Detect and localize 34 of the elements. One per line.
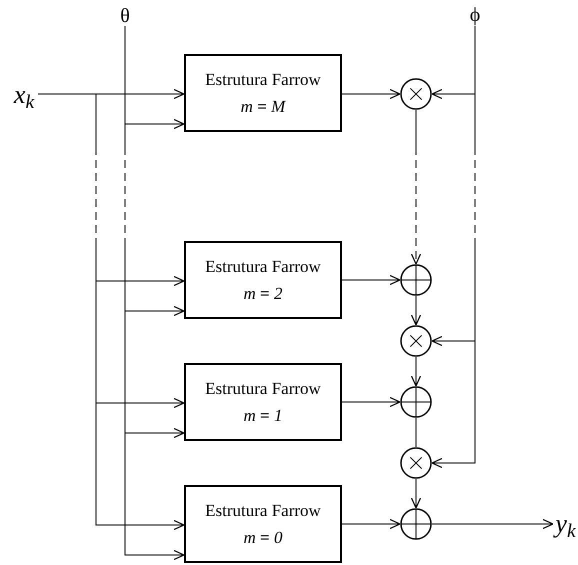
box-title: Estrutura Farrow xyxy=(205,71,321,88)
arrow xyxy=(410,296,422,326)
arrow xyxy=(342,518,401,530)
box-parameter: m = M xyxy=(240,98,286,115)
arrow xyxy=(342,396,401,408)
box-title: Estrutura Farrow xyxy=(205,258,321,275)
box-parameter: m = 1 xyxy=(244,407,282,424)
box-parameter: m = 2 xyxy=(244,285,282,302)
arrow xyxy=(342,274,401,286)
signal-label: x$_{k}$ xyxy=(14,82,34,108)
signal-label: y$_{k}$ xyxy=(555,511,576,537)
process-box xyxy=(184,241,342,319)
process-box xyxy=(184,363,342,441)
adder-symbol xyxy=(400,386,432,418)
process-box xyxy=(184,485,342,563)
multiplier-symbol xyxy=(400,78,432,110)
box-title: Estrutura Farrow xyxy=(205,502,321,519)
box-title: Estrutura Farrow xyxy=(205,380,321,397)
multiplier-symbol xyxy=(400,447,432,479)
signal-label: θ xyxy=(120,6,130,26)
arrow xyxy=(342,88,401,100)
multiplier-symbol xyxy=(400,325,432,357)
adder-symbol xyxy=(400,264,432,296)
arrow xyxy=(410,110,422,265)
process-box xyxy=(184,54,342,132)
arrow xyxy=(410,478,422,509)
arrow xyxy=(124,26,185,560)
signal-label: ϕ xyxy=(470,5,480,25)
box-parameter: m = 0 xyxy=(244,529,282,546)
arrow xyxy=(431,26,476,468)
adder-symbol xyxy=(400,508,432,540)
arrow xyxy=(410,356,422,387)
arrow xyxy=(38,94,185,530)
arrow xyxy=(432,518,554,530)
